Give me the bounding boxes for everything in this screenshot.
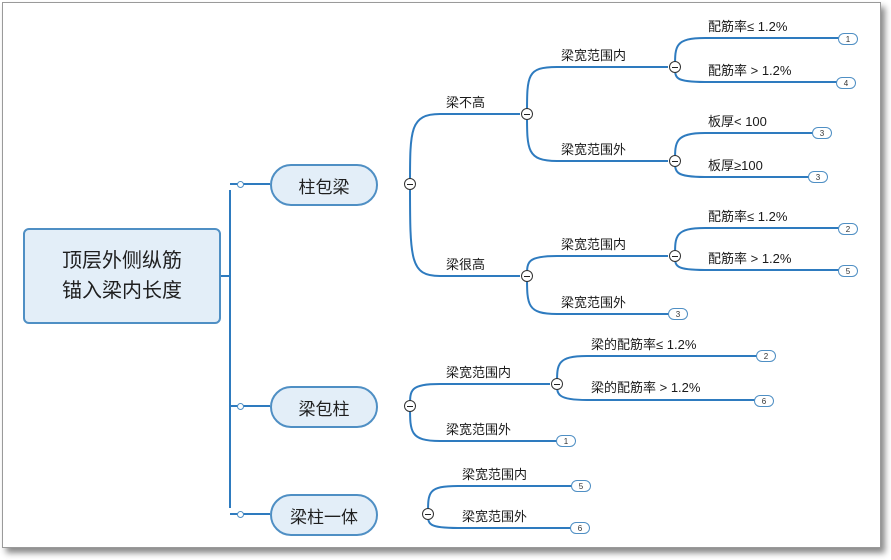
connector-b1-to-tall1 bbox=[409, 113, 520, 185]
node-outside-beam-width[interactable]: 梁宽范围外 bbox=[561, 142, 627, 157]
branch-node-beam-column-integral[interactable]: 梁柱一体 bbox=[270, 494, 378, 536]
node-within-beam-width[interactable]: 梁宽范围内 bbox=[561, 48, 627, 63]
connector-b2-to-inner bbox=[409, 383, 550, 407]
collapse-toggle-beam-not-tall[interactable] bbox=[521, 108, 533, 120]
leaf-reinforcement-ratio[interactable]: 配筋率 > 1.2% bbox=[708, 63, 792, 78]
connector-b3-to-inner bbox=[427, 485, 573, 515]
connector-tall2-to-outer bbox=[526, 275, 670, 315]
leaf-beam-reinforcement-ratio[interactable]: 梁的配筋率≤ 1.2% bbox=[591, 337, 697, 352]
node-beam-very-tall[interactable]: 梁很高 bbox=[446, 257, 486, 272]
root-line-2: 锚入梁内长度 bbox=[62, 280, 182, 302]
node-within-beam-width[interactable]: 梁宽范围内 bbox=[446, 365, 512, 380]
branch-label: 梁包柱 bbox=[298, 399, 350, 419]
leaf-reinforcement-ratio[interactable]: 配筋率≤ 1.2% bbox=[708, 19, 788, 34]
leaf-slab-thickness[interactable]: 板厚≥100 bbox=[708, 158, 763, 173]
collapse-toggle-branch-1[interactable] bbox=[404, 178, 416, 190]
collapse-toggle-inner-2[interactable] bbox=[669, 250, 681, 262]
reference-badge[interactable]: 6 bbox=[570, 522, 590, 534]
collapse-toggle-inner-3[interactable] bbox=[551, 378, 563, 390]
root-line-1: 顶层外侧纵筋 bbox=[62, 250, 182, 272]
node-within-beam-width[interactable]: 梁宽范围内 bbox=[462, 467, 528, 482]
collapse-toggle-branch-3[interactable] bbox=[422, 508, 434, 520]
connector-tall2-to-inner bbox=[526, 255, 668, 277]
root-node[interactable]: 顶层外侧纵筋 锚入梁内长度 bbox=[23, 228, 221, 324]
node-outside-beam-width[interactable]: 梁宽范围外 bbox=[462, 509, 528, 524]
connector-dot-3 bbox=[237, 511, 244, 518]
reference-badge[interactable]: 6 bbox=[754, 395, 774, 407]
connector-dot-2 bbox=[237, 403, 244, 410]
branch-node-beam-wraps-column[interactable]: 梁包柱 bbox=[270, 386, 378, 428]
connector-tall1-to-outer bbox=[526, 113, 668, 162]
connector-b1-to-tall2 bbox=[409, 183, 520, 277]
connector-b2-to-outer bbox=[409, 405, 558, 442]
node-within-beam-width[interactable]: 梁宽范围内 bbox=[561, 237, 627, 252]
node-outside-beam-width[interactable]: 梁宽范围外 bbox=[446, 422, 512, 437]
collapse-toggle-inner-1[interactable] bbox=[669, 61, 681, 73]
reference-badge[interactable]: 5 bbox=[571, 480, 591, 492]
leaf-reinforcement-ratio[interactable]: 配筋率≤ 1.2% bbox=[708, 209, 788, 224]
branch-label: 梁柱一体 bbox=[290, 507, 358, 527]
reference-badge[interactable]: 1 bbox=[556, 435, 576, 447]
collapse-toggle-outer-1[interactable] bbox=[669, 155, 681, 167]
connector-inner1-to-leaf1 bbox=[674, 37, 840, 68]
connector-outer1-to-leaf1 bbox=[674, 132, 815, 162]
reference-badge[interactable]: 3 bbox=[668, 308, 688, 320]
reference-badge[interactable]: 3 bbox=[812, 127, 832, 139]
leaf-reinforcement-ratio[interactable]: 配筋率 > 1.2% bbox=[708, 251, 792, 266]
connector-tall1-to-inner bbox=[526, 66, 668, 115]
reference-badge[interactable]: 2 bbox=[838, 223, 858, 235]
reference-badge[interactable]: 1 bbox=[838, 33, 858, 45]
reference-badge[interactable]: 3 bbox=[808, 171, 828, 183]
branch-node-column-wraps-beam[interactable]: 柱包梁 bbox=[270, 164, 378, 206]
node-beam-not-tall[interactable]: 梁不高 bbox=[446, 95, 486, 110]
reference-badge[interactable]: 4 bbox=[836, 77, 856, 89]
connector-dot-1 bbox=[237, 181, 244, 188]
reference-badge[interactable]: 5 bbox=[838, 265, 858, 277]
leaf-slab-thickness[interactable]: 板厚< 100 bbox=[708, 114, 767, 129]
reference-badge[interactable]: 2 bbox=[756, 350, 776, 362]
collapse-toggle-beam-very-tall[interactable] bbox=[521, 270, 533, 282]
node-outside-beam-width[interactable]: 梁宽范围外 bbox=[561, 295, 627, 310]
leaf-beam-reinforcement-ratio[interactable]: 梁的配筋率 > 1.2% bbox=[591, 380, 701, 395]
collapse-toggle-branch-2[interactable] bbox=[404, 400, 416, 412]
branch-label: 柱包梁 bbox=[298, 177, 350, 197]
